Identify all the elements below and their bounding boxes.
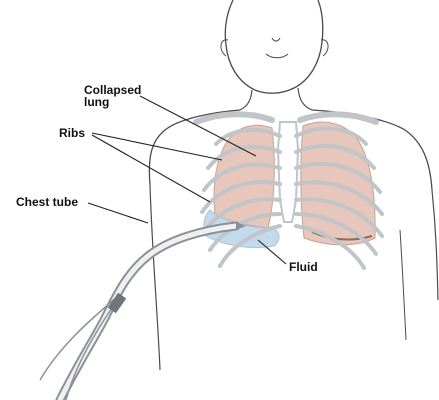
- chest-tube-label: Chest tube: [16, 196, 78, 208]
- neck-right: [298, 88, 312, 110]
- head-outline: [225, 0, 323, 93]
- left-clavicle: [196, 114, 272, 122]
- mouth: [266, 54, 288, 58]
- fluid-label: Fluid: [289, 261, 318, 273]
- right-clavicle: [300, 114, 376, 122]
- ribs-label: Ribs: [59, 127, 85, 139]
- chest-tube-leader: [88, 203, 148, 223]
- left-arm-outline: [150, 185, 160, 370]
- neck-left: [240, 90, 252, 110]
- nose: [272, 38, 280, 41]
- chest-tube-outer: [60, 226, 236, 400]
- right-armpit: [400, 230, 406, 340]
- collapsed-lung-label: Collapsed lung: [84, 84, 141, 108]
- right-arm-outline: [432, 190, 438, 300]
